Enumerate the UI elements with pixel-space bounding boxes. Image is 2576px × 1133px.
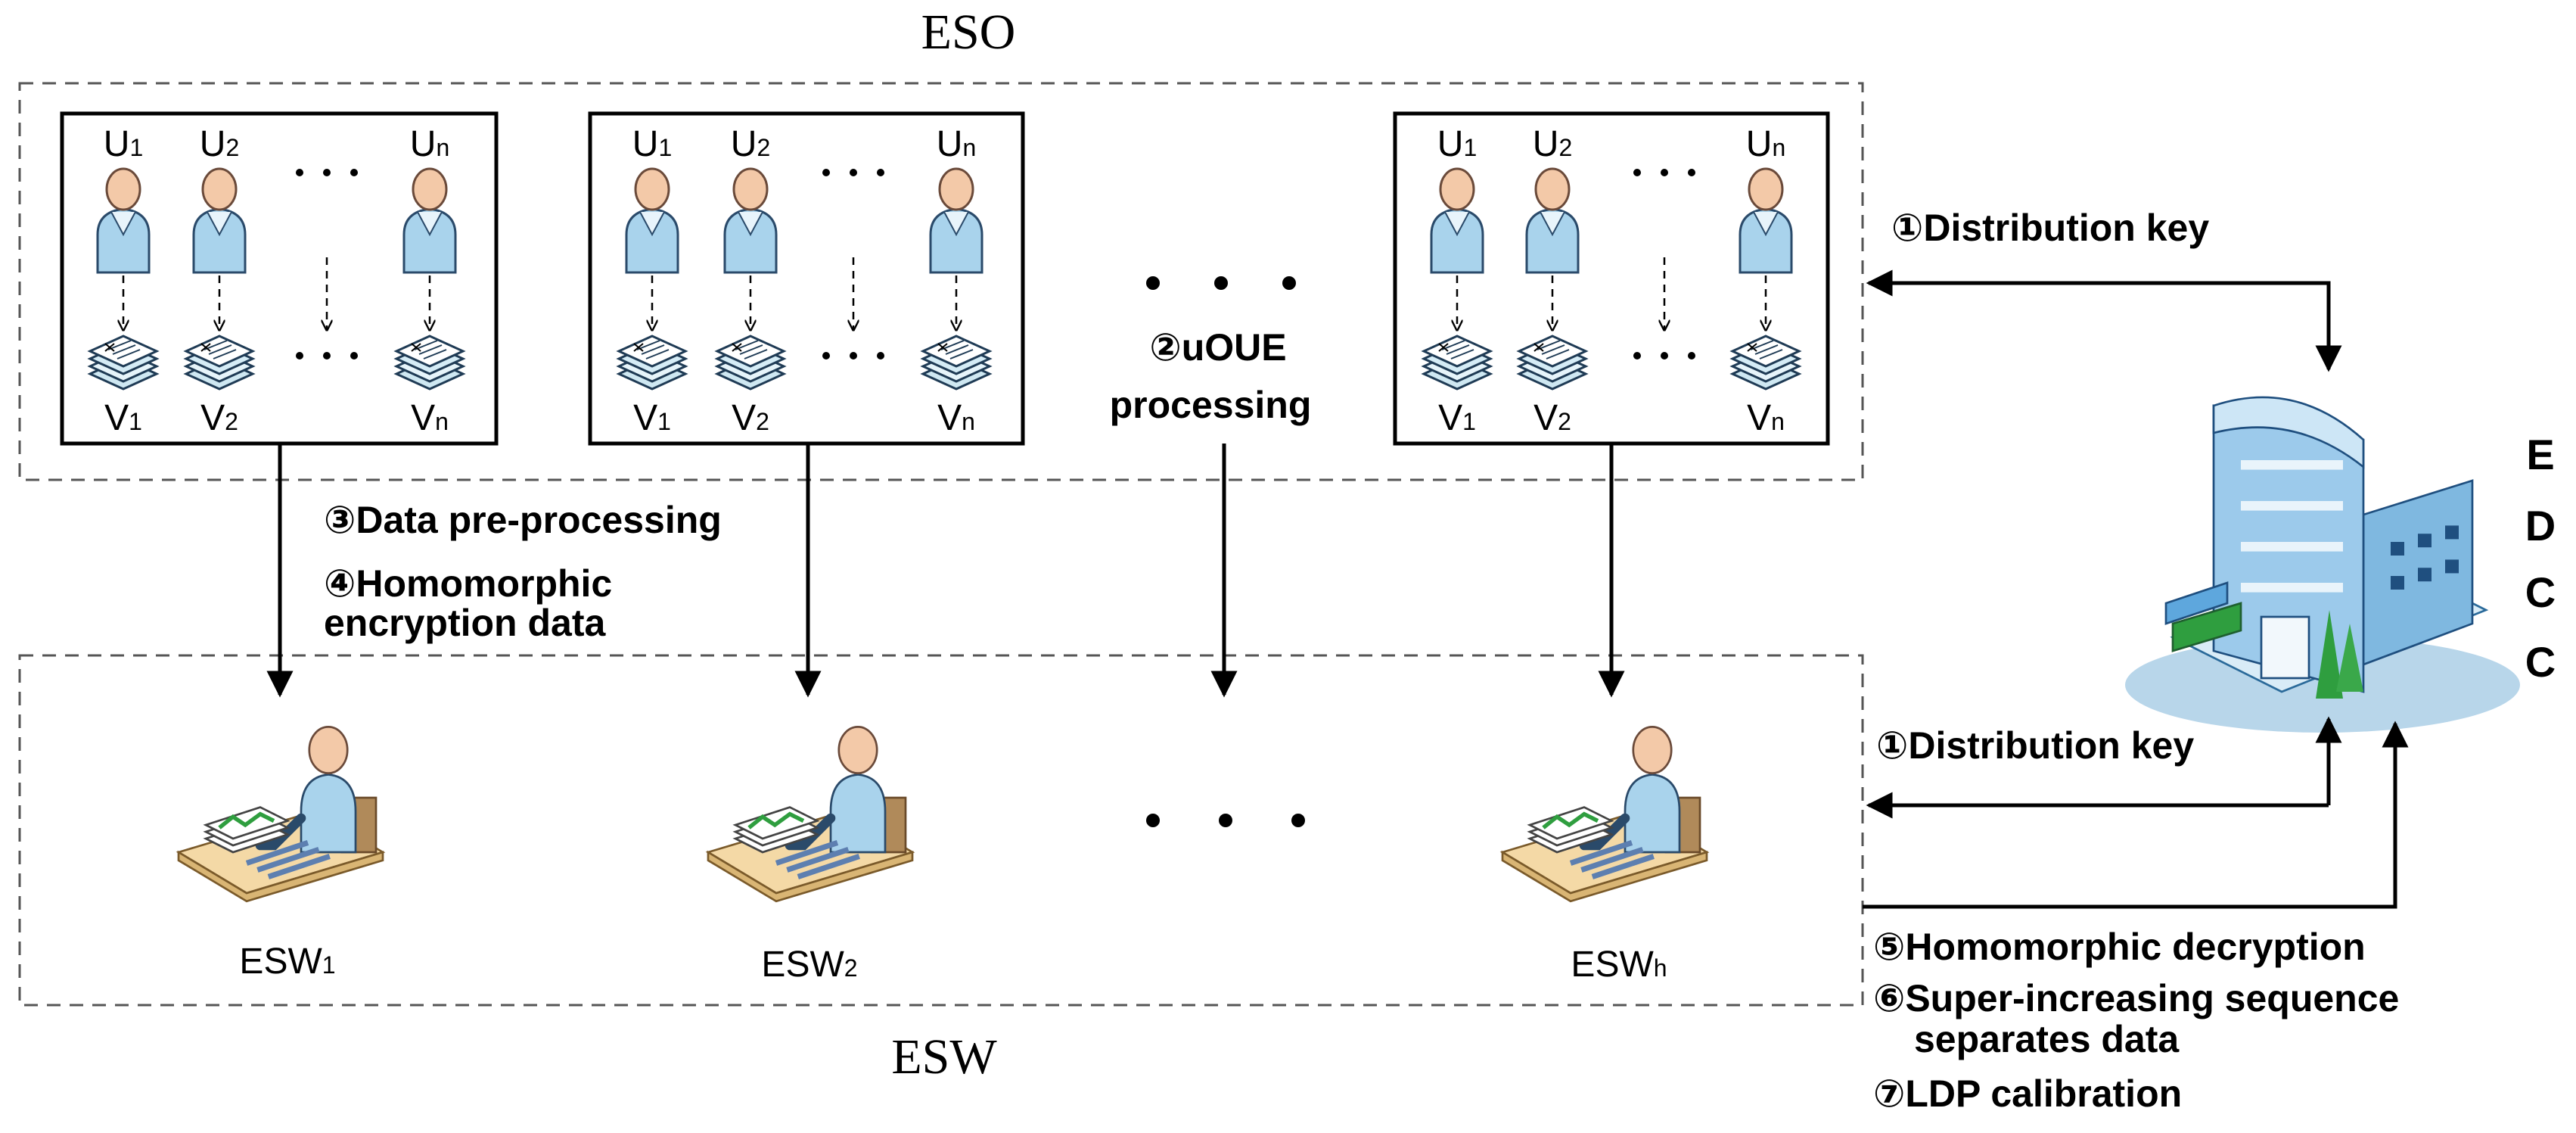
super-inc-line2: separates data	[1914, 1018, 2180, 1060]
value-label: Vn	[411, 398, 449, 438]
worker-h	[1502, 727, 1707, 901]
eso-group-box	[1393, 111, 1830, 446]
worker-2-label: ESW2	[761, 945, 857, 985]
user-label: U2	[200, 124, 239, 164]
user-ellipsis-dot	[850, 169, 857, 176]
value-label: Vn	[937, 398, 975, 438]
user-ellipsis-dot	[296, 169, 303, 176]
user-ellipsis-dot	[877, 169, 884, 176]
user-ellipsis-dot	[1633, 169, 1641, 176]
homomorphic-enc-line1: ④Homomorphic	[324, 562, 612, 605]
data-ellipsis-dot	[323, 352, 331, 360]
user-label: U1	[1437, 124, 1477, 164]
user-label: Un	[1746, 124, 1785, 164]
edcc-letter-1: E	[2526, 431, 2554, 478]
user-label: U1	[104, 124, 143, 164]
user-ellipsis-dot	[822, 169, 830, 176]
edcc-letter-3: C	[2525, 568, 2556, 616]
value-label: V1	[104, 398, 142, 438]
eso-ellipsis	[1146, 276, 1296, 290]
arrow-key-to-edcc-top	[1869, 281, 2342, 372]
distribution-key-bottom-label: ①Distribution key	[1876, 724, 2194, 767]
user-label: U2	[731, 124, 770, 164]
data-ellipsis-dot	[877, 352, 884, 360]
value-label: V1	[1438, 398, 1476, 438]
data-ellipsis-dot	[1688, 352, 1695, 360]
data-ellipsis-dot	[1633, 352, 1641, 360]
value-label: Vn	[1747, 398, 1785, 438]
arrow-esw-to-edcc	[1863, 721, 2409, 909]
user-label: Un	[937, 124, 976, 164]
preprocessing-label: ③Data pre-processing	[324, 499, 722, 541]
user-ellipsis-dot	[1661, 169, 1668, 176]
eso-title: ESO	[921, 5, 1016, 60]
worker-1-label: ESW1	[239, 942, 335, 982]
user-ellipsis-dot	[1688, 169, 1695, 176]
worker-h-label: ESWh	[1571, 945, 1667, 985]
eso-group-box	[588, 111, 1025, 446]
data-ellipsis-dot	[822, 352, 830, 360]
edcc-letter-4: C	[2525, 638, 2556, 686]
ldp-calibration-label: ⑦LDP calibration	[1873, 1072, 2182, 1115]
value-label: V2	[732, 398, 769, 438]
esw-title: ESW	[891, 1029, 997, 1085]
data-ellipsis-dot	[850, 352, 857, 360]
homomorphic-enc-line2: encryption data	[324, 602, 606, 644]
worker-2	[708, 727, 912, 901]
value-label: V2	[1533, 398, 1571, 438]
edcc-letter-2: D	[2525, 502, 2556, 549]
user-label: U1	[632, 124, 672, 164]
data-ellipsis-dot	[296, 352, 303, 360]
homomorphic-dec-label: ⑤Homomorphic decryption	[1873, 926, 2366, 968]
user-label: Un	[410, 124, 449, 164]
data-ellipsis-dot	[350, 352, 358, 360]
edcc-building-icon	[2124, 396, 2522, 734]
eso-group-box	[60, 111, 499, 446]
uoue-label-line1: ②uOUE	[1149, 326, 1286, 369]
value-label: V1	[633, 398, 671, 438]
user-label: U2	[1533, 124, 1572, 164]
esw-region	[18, 654, 1864, 1007]
uoue-label-line2: processing	[1110, 384, 1312, 426]
user-ellipsis-dot	[323, 169, 331, 176]
value-label: V2	[200, 398, 238, 438]
worker-1	[179, 727, 383, 901]
user-ellipsis-dot	[350, 169, 358, 176]
eso-region	[18, 82, 1864, 481]
esw-ellipsis	[1146, 814, 1305, 827]
data-ellipsis-dot	[1661, 352, 1668, 360]
distribution-key-top-label: ①Distribution key	[1891, 207, 2209, 249]
super-inc-line1: ⑥Super-increasing sequence	[1873, 977, 2399, 1019]
